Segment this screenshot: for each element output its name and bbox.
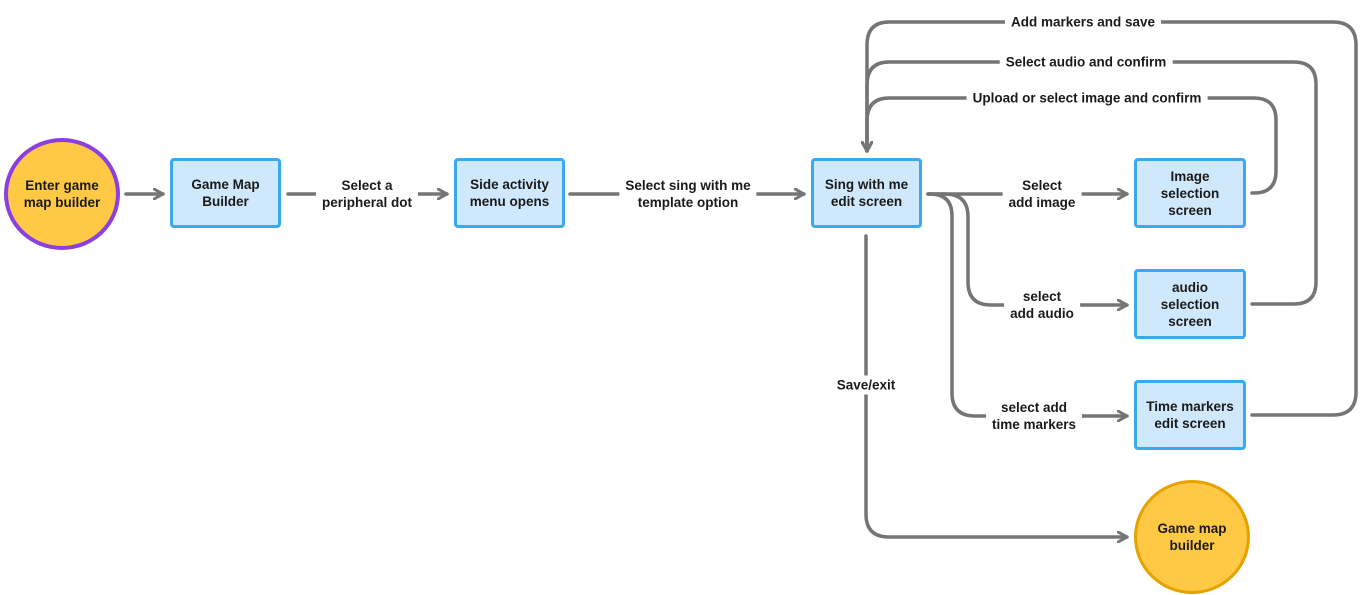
edge-image-loop (867, 96, 1278, 195)
edge-label-add-audio: select add audio (1004, 287, 1080, 323)
node-game-map-builder: Game Map Builder (170, 158, 281, 228)
edge-label-select-dot: Select a peripheral dot (315, 176, 419, 212)
node-audio-selection: audio selection screen (1134, 269, 1246, 339)
edge-label-save-exit: Save/exit (830, 375, 902, 395)
edge-sing-to-end (864, 234, 1129, 537)
edge-label-select-template: Select sing with me template option (619, 176, 757, 212)
node-sing-with-me-edit: Sing with me edit screen (811, 158, 922, 228)
edge-time-loop (867, 20, 1358, 417)
edge-label-add-image: Select add image (1002, 176, 1082, 212)
edge-label-upload-confirm: Upload or select image and confirm (966, 88, 1208, 108)
node-image-selection: Image selection screen (1134, 158, 1246, 228)
edge-audio-loop (867, 60, 1318, 306)
edge-label-markers-save: Add markers and save (1004, 12, 1162, 32)
node-time-markers-edit: Time markers edit screen (1134, 380, 1246, 450)
node-side-activity-menu: Side activity menu opens (454, 158, 565, 228)
edge-sing-to-time (926, 192, 1129, 416)
edge-label-audio-confirm: Select audio and confirm (999, 52, 1173, 72)
edge-sing-to-audio (926, 192, 1129, 305)
node-enter-game-map-builder: Enter game map builder (4, 138, 120, 250)
node-game-map-builder-end: Game map builder (1134, 480, 1250, 594)
edge-label-add-time: select add time markers (985, 398, 1083, 434)
